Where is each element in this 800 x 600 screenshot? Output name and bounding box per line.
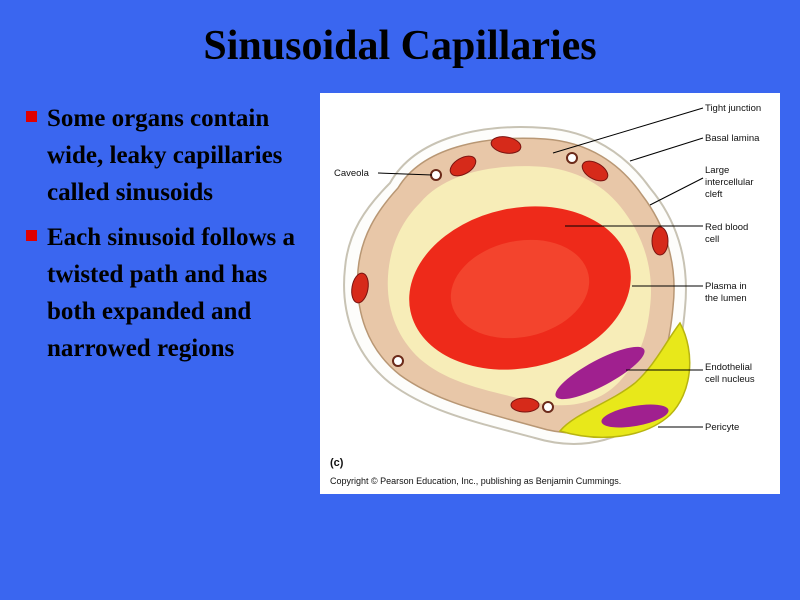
square-bullet-icon	[26, 230, 37, 241]
leader-lines	[377, 107, 704, 428]
capillary-diagram: Caveola Tight junction Basal lamina Larg…	[320, 93, 780, 494]
square-bullet-icon	[26, 111, 37, 122]
label-intercellular-cleft-line3: cleft	[705, 189, 723, 200]
label-red-blood-cell-line2: cell	[705, 234, 719, 245]
label-caveola: Caveola	[334, 168, 370, 179]
label-basal-lamina: Basal lamina	[705, 133, 760, 144]
label-nucleus-line2: cell nucleus	[705, 374, 755, 385]
panel-tag: (c)	[330, 457, 344, 469]
capillary-illustration: Caveola Tight junction Basal lamina Larg…	[330, 103, 761, 486]
bullet-item: Each sinusoid follows a twisted path and…	[26, 219, 321, 367]
red-blood-cell-center	[450, 239, 590, 339]
mitochondria	[351, 136, 669, 413]
bullet-text: Some organs contain wide, leaky capillar…	[47, 105, 283, 206]
label-intercellular-cleft-line1: Large	[705, 165, 729, 176]
copyright-text: Copyright © Pearson Education, Inc., pub…	[330, 476, 621, 486]
endothelial-nucleus	[555, 346, 645, 400]
page-title: Sinusoidal Capillaries	[203, 23, 597, 69]
label-plasma-line1: Plasma in	[705, 281, 747, 292]
label-intercellular-cleft-line2: intercellular	[705, 177, 754, 188]
label-red-blood-cell-line1: Red blood	[705, 222, 748, 233]
bullet-text: Each sinusoid follows a twisted path and…	[47, 224, 295, 362]
label-plasma-line2: the lumen	[705, 293, 747, 304]
label-nucleus-line1: Endothelial	[705, 362, 752, 373]
bullet-item: Some organs contain wide, leaky capillar…	[26, 100, 321, 211]
pericyte-nucleus	[601, 404, 669, 428]
label-tight-junction: Tight junction	[705, 103, 761, 114]
label-pericyte: Pericyte	[705, 422, 739, 433]
bullet-list: Some organs contain wide, leaky capillar…	[26, 100, 321, 375]
